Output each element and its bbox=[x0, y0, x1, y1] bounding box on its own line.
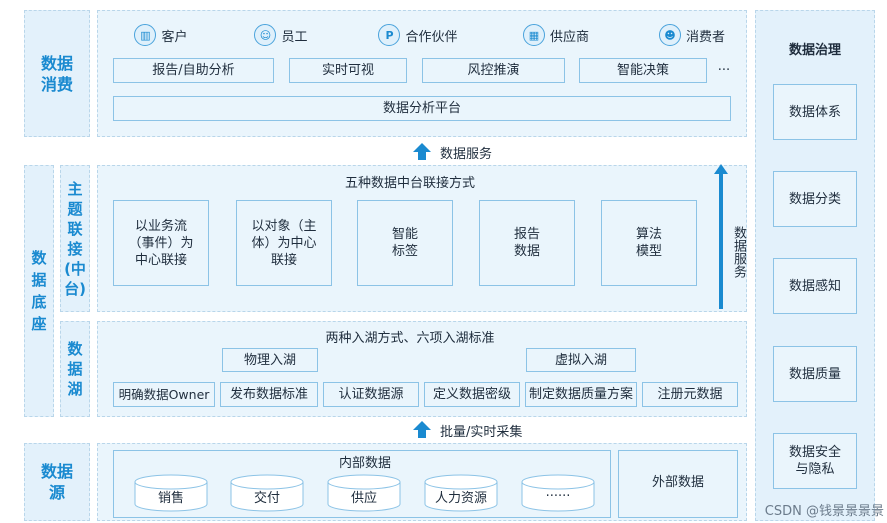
service-arrow bbox=[411, 143, 433, 161]
factory-icon: ▦ bbox=[522, 24, 545, 46]
watermark: CSDN @钱景景景景 bbox=[764, 504, 884, 519]
user-employee: ☺ 员工 bbox=[246, 24, 316, 46]
vertical-service-label: 数据服务 bbox=[731, 226, 746, 278]
standard-owner: 明确数据Owner bbox=[113, 382, 215, 407]
building-icon: ▥ bbox=[134, 24, 157, 46]
people-icon: ☺ bbox=[254, 24, 277, 46]
user-label: 员工 bbox=[281, 29, 308, 45]
consumer-icon: ☻ bbox=[658, 24, 681, 46]
db-label: ······ bbox=[545, 488, 571, 504]
topic-box-tag: 智能 标签 bbox=[357, 200, 453, 286]
base-label-panel: 数据 底座 bbox=[24, 165, 54, 417]
db-label: 供应 bbox=[350, 490, 377, 506]
topic-label: 主题 联接 (中台) bbox=[64, 179, 86, 298]
user-label: 客户 bbox=[161, 29, 188, 45]
user-customer: ▥ 客户 bbox=[126, 24, 196, 46]
db-cylinder-hr: 人力资源 bbox=[424, 474, 498, 512]
db-cylinder-sales: 销售 bbox=[134, 474, 208, 512]
standard-metadata: 注册元数据 bbox=[642, 382, 738, 407]
topic-title: 五种数据中台联接方式 bbox=[344, 175, 475, 191]
standard-classify: 定义数据密级 bbox=[424, 382, 520, 407]
topic-box-object: 以对象（主 体）为中心 联接 bbox=[236, 200, 332, 286]
topic-box-algorithm: 算法 模型 bbox=[601, 200, 697, 286]
source-label-panel: 数据 源 bbox=[24, 443, 90, 521]
analysis-platform: 数据分析平台 bbox=[113, 96, 731, 121]
standard-publish: 发布数据标准 bbox=[220, 382, 318, 407]
internal-title: 内部数据 bbox=[338, 455, 391, 471]
lake-label: 数据 湖 bbox=[67, 340, 83, 398]
external-data-box bbox=[618, 450, 738, 518]
user-label: 合作伙伴 bbox=[405, 29, 458, 45]
app-report: 报告/自助分析 bbox=[113, 58, 274, 83]
governance-title: 数据治理 bbox=[788, 42, 841, 58]
user-consumer: ☻ 消费者 bbox=[652, 24, 732, 46]
user-partner: P 合作伙伴 bbox=[370, 24, 466, 46]
external-label: 外部数据 bbox=[651, 474, 704, 490]
consumption-label-panel: 数据 消费 bbox=[24, 10, 90, 137]
app-risk: 风控推演 bbox=[422, 58, 565, 83]
topic-label-panel: 主题 联接 (中台) bbox=[60, 165, 90, 312]
vertical-service-arrow bbox=[714, 164, 730, 309]
base-label: 数据 底座 bbox=[31, 249, 47, 333]
topic-box-event: 以业务流 （事件）为 中心联接 bbox=[113, 200, 209, 286]
governance-quality: 数据质量 bbox=[773, 346, 857, 402]
governance-classify: 数据分类 bbox=[773, 171, 857, 227]
consumption-label: 数据 消费 bbox=[40, 53, 73, 94]
user-label: 消费者 bbox=[685, 29, 725, 45]
governance-security: 数据安全 与隐私 bbox=[773, 433, 857, 489]
db-label: 销售 bbox=[157, 490, 184, 506]
user-label: 供应商 bbox=[549, 29, 589, 45]
virtual-ingest: 虚拟入湖 bbox=[526, 348, 636, 372]
collect-label: 批量/实时采集 bbox=[440, 424, 523, 440]
lake-label-panel: 数据 湖 bbox=[60, 321, 90, 417]
source-label: 数据 源 bbox=[40, 462, 73, 502]
standard-quality: 制定数据质量方案 bbox=[525, 382, 637, 407]
app-realtime: 实时可视 bbox=[289, 58, 407, 83]
apps-more: ··· bbox=[717, 63, 731, 78]
db-label: 交付 bbox=[253, 490, 280, 506]
app-decision: 智能决策 bbox=[579, 58, 707, 83]
standard-certify: 认证数据源 bbox=[323, 382, 419, 407]
governance-awareness: 数据感知 bbox=[773, 258, 857, 314]
collect-arrow bbox=[411, 421, 433, 439]
db-cylinder-more: ······ bbox=[521, 474, 595, 512]
db-cylinder-delivery: 交付 bbox=[230, 474, 304, 512]
partner-p-icon: P bbox=[378, 24, 401, 46]
user-supplier: ▦ 供应商 bbox=[516, 24, 596, 46]
db-label: 人力资源 bbox=[434, 490, 487, 506]
service-label: 数据服务 bbox=[440, 146, 493, 162]
db-cylinder-supply: 供应 bbox=[327, 474, 401, 512]
physical-ingest: 物理入湖 bbox=[222, 348, 318, 372]
lake-title: 两种入湖方式、六项入湖标准 bbox=[325, 330, 495, 346]
governance-system: 数据体系 bbox=[773, 84, 857, 140]
topic-box-report: 报告 数据 bbox=[479, 200, 575, 286]
